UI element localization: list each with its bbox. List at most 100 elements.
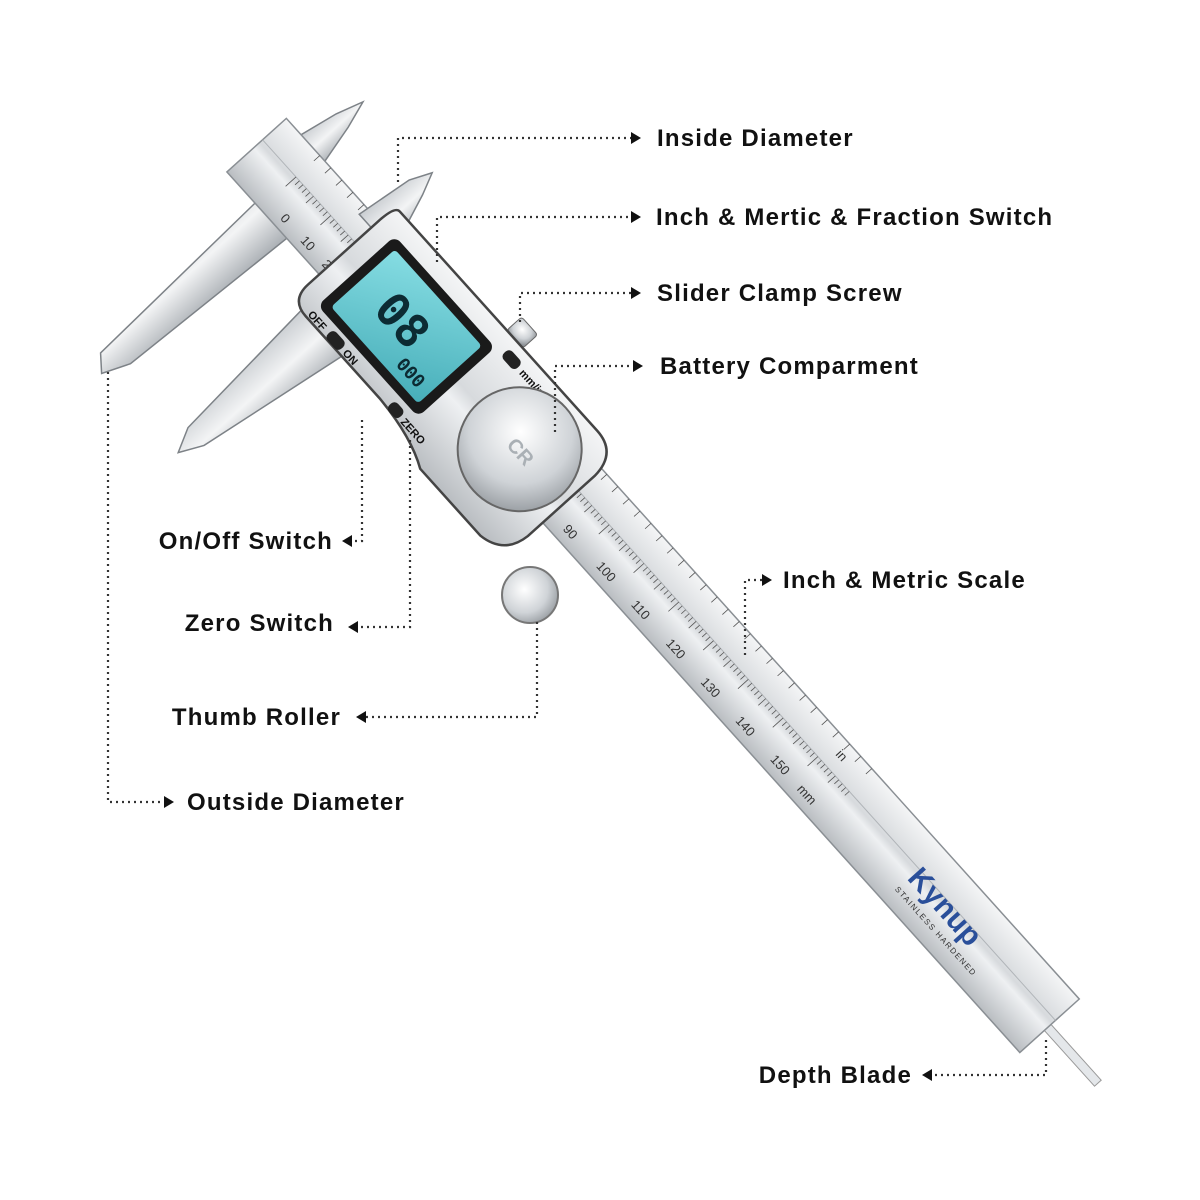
mm-tick — [781, 721, 787, 727]
mm-tick — [583, 501, 589, 506]
mm-tick — [757, 694, 763, 700]
battery-compartment[interactable] — [432, 362, 607, 537]
mm-tick — [771, 709, 777, 715]
mm-tick — [705, 636, 711, 642]
inch-tick — [854, 756, 862, 763]
mm-tick — [844, 791, 850, 796]
mm-tick — [712, 644, 718, 649]
mm-tick — [301, 188, 307, 193]
arrow-icon — [631, 211, 641, 223]
inch-tick — [677, 559, 685, 566]
arrow-icon — [922, 1069, 932, 1081]
mm-tick — [722, 655, 728, 661]
arrowheads — [164, 132, 932, 1081]
mm-tick — [702, 640, 714, 651]
inch-tick — [700, 584, 707, 591]
mm-tick — [597, 516, 603, 522]
mm-tick — [618, 543, 627, 552]
mm-tick — [336, 226, 342, 232]
mm-tick — [340, 230, 345, 236]
mm-tick — [807, 756, 819, 767]
mm-tick — [590, 508, 596, 514]
arrow-icon — [762, 574, 772, 586]
slider: 08 000 mm/in/F OFF ON ZERO CR — [176, 171, 608, 547]
unit-switch-button[interactable] — [500, 348, 522, 371]
mm-tick — [688, 621, 697, 629]
mm-tick — [792, 733, 798, 738]
arrow-icon — [342, 535, 352, 547]
arrow-icon — [164, 796, 174, 808]
zero-switch-button[interactable] — [386, 400, 406, 420]
mm-tick — [320, 215, 332, 226]
mm-tick — [611, 532, 617, 537]
mm-tick — [305, 192, 311, 197]
mm-tick — [618, 539, 624, 545]
inch-tick — [733, 621, 740, 628]
inch-tick — [810, 707, 817, 713]
mm-tick — [677, 605, 683, 611]
inch-tick — [644, 523, 652, 530]
mm-tick — [788, 729, 794, 734]
mm-tick — [635, 559, 641, 564]
mm-tick — [809, 752, 815, 758]
mm-tick — [772, 717, 784, 728]
mm-tick — [729, 663, 735, 669]
inch-tick — [843, 743, 851, 750]
mm-tick — [694, 624, 700, 630]
mm-tick — [740, 675, 746, 680]
mm-tick — [633, 563, 645, 574]
mm-tick — [670, 597, 676, 603]
thumb-roller[interactable] — [501, 566, 559, 624]
mm-tick — [663, 590, 669, 595]
mm-tick — [750, 686, 756, 692]
mm-tick — [653, 582, 662, 590]
mm-tick — [792, 736, 801, 745]
mm-tick — [816, 760, 822, 765]
mm-tick — [701, 632, 707, 638]
mm-tick — [684, 613, 690, 618]
mm-tick — [305, 195, 314, 204]
inch-tick — [711, 596, 718, 603]
inch-tick — [799, 694, 806, 701]
onoff-switch-button[interactable] — [324, 329, 346, 352]
mm-tick — [719, 651, 725, 657]
mm-tick — [764, 702, 770, 707]
inch-tick — [655, 535, 663, 542]
label-onoff-switch: On/Off Switch — [159, 528, 333, 555]
inch-tick — [688, 572, 696, 579]
mm-tick — [298, 184, 304, 189]
mm-tick — [723, 659, 732, 667]
mm-tick — [312, 199, 318, 205]
mm-tick — [660, 586, 666, 591]
lcd-screen — [332, 251, 481, 402]
label-clamp-screw: Slider Clamp Screw — [657, 280, 903, 307]
inch-tick — [335, 179, 343, 186]
arrow-icon — [633, 360, 643, 372]
inch-tick — [600, 474, 608, 480]
mm-tick — [837, 783, 843, 788]
mm-tick — [285, 176, 297, 187]
inch-tick — [313, 155, 321, 162]
label-zero-switch: Zero Switch — [185, 610, 334, 637]
mm-tick — [806, 748, 812, 754]
mm-tick — [823, 767, 829, 773]
arrow-icon — [348, 621, 358, 633]
mm-tick — [668, 601, 680, 612]
label-unit-switch: Inch & Mertic & Fraction Switch — [656, 204, 1053, 231]
mm-tick — [687, 617, 693, 622]
inch-tick — [777, 670, 784, 677]
mm-tick — [614, 536, 620, 541]
mm-tick — [319, 207, 325, 213]
mm-tick — [799, 740, 805, 746]
mm-tick — [646, 570, 652, 576]
mm-tick — [329, 219, 335, 224]
arrow-icon — [356, 711, 366, 723]
inch-tick — [821, 719, 828, 726]
mm-tick — [820, 764, 826, 769]
inch-tick — [666, 547, 674, 554]
mm-tick — [747, 682, 753, 688]
mm-tick — [333, 223, 339, 228]
arrow-icon — [631, 287, 641, 299]
